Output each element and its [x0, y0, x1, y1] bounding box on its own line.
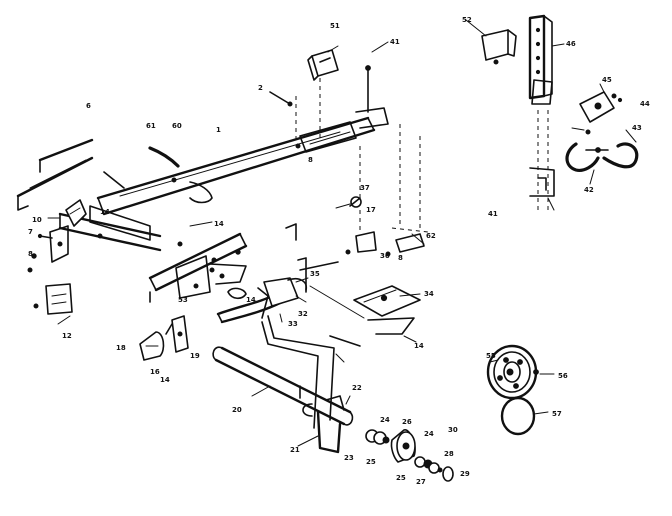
callout-44: 44 [640, 100, 650, 108]
callout-25b: 25 [396, 474, 406, 482]
callout-26: 26 [402, 418, 412, 426]
cable-43 [565, 127, 639, 172]
axle-arm-21 [302, 403, 342, 454]
callout-6: 6 [86, 102, 91, 110]
callout-37: 37 [360, 184, 370, 192]
callout-29: 29 [460, 470, 470, 478]
callout-35: 35 [310, 270, 320, 278]
callout-36: 36 [380, 252, 390, 260]
front-frame [16, 138, 183, 252]
callout-14d: 14 [160, 376, 170, 384]
callout-14c: 14 [246, 296, 256, 304]
callout-labels: 2 6 7 8 8 8 10 12 14 14 14 14 14 16 17 1… [28, 16, 650, 486]
wheel-hub-parts [365, 429, 454, 482]
callout-52: 52 [462, 16, 472, 24]
lever-assembly [216, 277, 308, 324]
hub-cap-57 [500, 396, 536, 436]
callout-12: 12 [62, 332, 72, 340]
callout-21: 21 [290, 446, 300, 454]
callout-14a: 14 [100, 208, 110, 216]
left-bracket-10 [49, 199, 87, 263]
leader-lines [47, 19, 637, 447]
deck-plate-34 [285, 223, 421, 335]
callout-51: 51 [330, 22, 340, 30]
callout-41a: 41 [390, 38, 400, 46]
bolt-41 [365, 65, 371, 113]
callout-62: 62 [426, 232, 436, 240]
bracket-45 [579, 91, 623, 123]
callout-14b: 14 [214, 220, 224, 228]
post-46 [528, 14, 555, 210]
upper-bracket [299, 107, 389, 153]
seat-bracket-51 [307, 49, 339, 81]
bolts-left [27, 233, 73, 315]
callout-55: 55 [486, 352, 496, 360]
callout-14e: 14 [414, 342, 424, 350]
callout-2: 2 [258, 84, 263, 92]
callout-28: 28 [444, 450, 454, 458]
callout-8c: 8 [398, 254, 403, 262]
callout-30: 30 [448, 426, 458, 434]
lever-rods [261, 285, 365, 429]
callout-34: 34 [424, 290, 434, 298]
callout-24a: 24 [380, 416, 390, 424]
callout-60: 60 [172, 122, 182, 130]
main-frame-tube [96, 116, 376, 216]
callout-10: 10 [32, 216, 42, 224]
dashed-guides-center [295, 78, 429, 233]
callout-22: 22 [352, 384, 362, 392]
bracket-62 [395, 233, 425, 253]
callout-7: 7 [28, 228, 33, 236]
bracket-53 [481, 29, 517, 65]
callout-61: 61 [146, 122, 156, 130]
rear-axle-20 [212, 346, 354, 426]
cable-bar [103, 146, 213, 204]
callout-43: 43 [632, 124, 642, 132]
bolt-2 [269, 91, 293, 107]
callout-33: 33 [288, 320, 298, 328]
callout-32: 32 [298, 310, 308, 318]
callout-8b: 8 [308, 156, 313, 164]
callout-57: 57 [552, 410, 562, 418]
callout-45: 45 [602, 76, 612, 84]
lower-axle-bar [148, 232, 248, 303]
callout-25a: 25 [366, 458, 376, 466]
hitch-18 [139, 315, 189, 361]
callout-19: 19 [190, 352, 200, 360]
callout-41b: 41 [488, 210, 498, 218]
callout-53: 53 [178, 296, 188, 304]
callout-8a: 8 [28, 250, 33, 258]
callout-20: 20 [232, 406, 242, 414]
callout-27: 27 [416, 478, 426, 486]
callout-42: 42 [584, 186, 594, 194]
callout-18: 18 [116, 344, 126, 352]
plate-36 [345, 231, 391, 257]
callout-23: 23 [344, 454, 354, 462]
callout-24b: 24 [424, 430, 434, 438]
callout-46: 46 [566, 40, 576, 48]
callout-56: 56 [558, 372, 568, 380]
callout-1: 1 [216, 126, 221, 134]
callout-16: 16 [150, 368, 160, 376]
callout-17: 17 [366, 206, 376, 214]
pin-bracket-37 [349, 196, 362, 208]
